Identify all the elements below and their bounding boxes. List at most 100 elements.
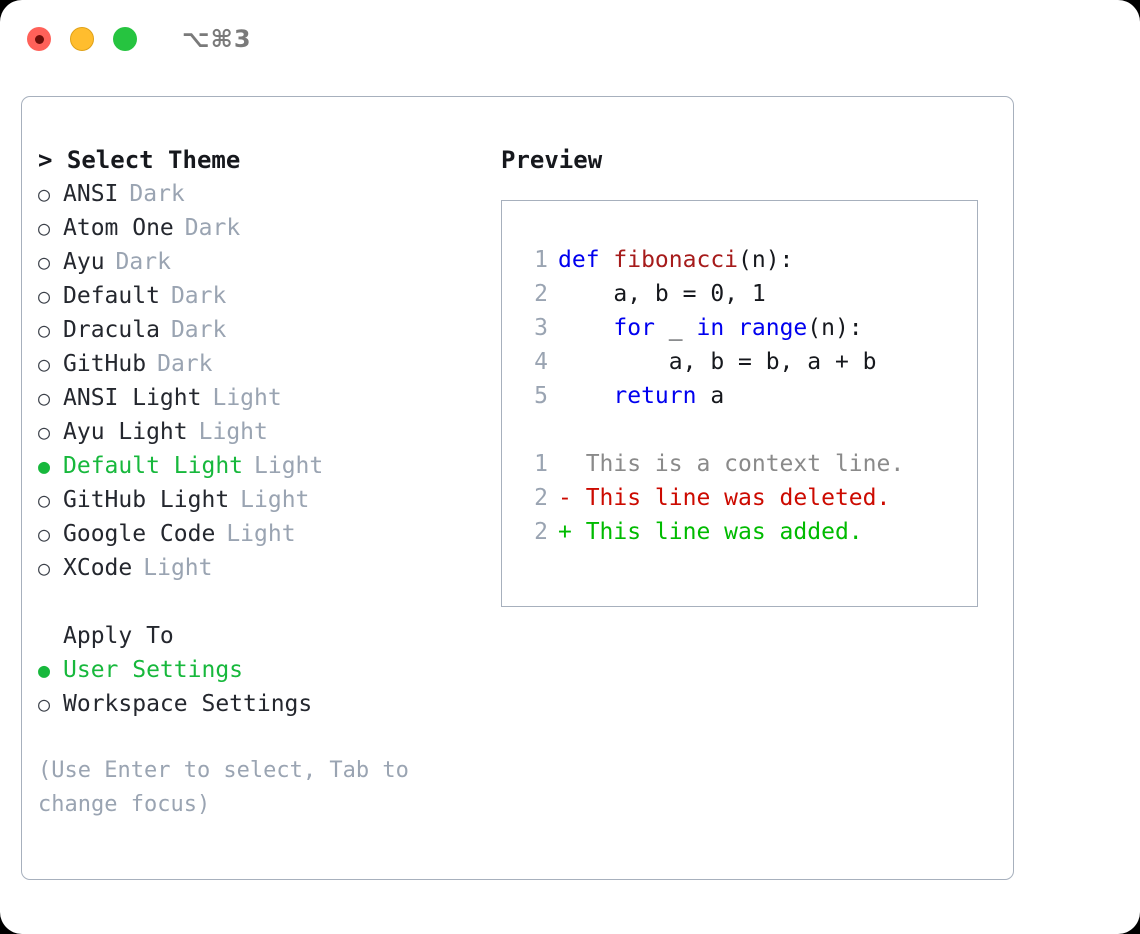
code-token: a, b = 0, 1 bbox=[558, 281, 766, 307]
line-number: 2 bbox=[534, 485, 548, 511]
theme-list-item-ayu-dark[interactable]: ○ Ayu Dark bbox=[38, 245, 498, 279]
radio-icon: ○ bbox=[38, 318, 51, 342]
theme-name: Google Code bbox=[63, 521, 216, 547]
code-token: (n): bbox=[738, 247, 794, 273]
code-token: for bbox=[558, 315, 669, 341]
theme-list: ○ ANSI Dark ○ Atom One Dark ○ Ayu Dark bbox=[38, 177, 498, 585]
theme-list-item-atom-one-dark[interactable]: ○ Atom One Dark bbox=[38, 211, 498, 245]
select-theme-heading: > Select Theme bbox=[38, 146, 241, 174]
radio-icon: ○ bbox=[38, 556, 51, 580]
apply-to-item-workspace-settings[interactable]: ○ Workspace Settings bbox=[38, 687, 498, 721]
diff-text: - This line was deleted. bbox=[558, 485, 891, 511]
theme-name: Default Light bbox=[63, 453, 244, 479]
theme-kind: Dark bbox=[129, 181, 185, 207]
code-token: a bbox=[710, 383, 725, 409]
code-token: return bbox=[558, 383, 711, 409]
minimize-button[interactable] bbox=[70, 27, 94, 51]
line-number: 3 bbox=[534, 315, 548, 341]
theme-kind: Light bbox=[240, 487, 310, 513]
code-line: 5 return a bbox=[522, 379, 904, 413]
theme-list-item-dracula-dark[interactable]: ○ Dracula Dark bbox=[38, 313, 498, 347]
theme-name: XCode bbox=[63, 555, 133, 581]
radio-icon: ○ bbox=[38, 522, 51, 546]
theme-name: Default bbox=[63, 283, 160, 309]
diff-line-deleted: 2 - This line was deleted. bbox=[522, 481, 904, 515]
theme-name: Atom One bbox=[63, 215, 174, 241]
theme-list-item-github-dark[interactable]: ○ GitHub Dark bbox=[38, 347, 498, 381]
theme-list-item-ayu-light[interactable]: ○ Ayu Light Light bbox=[38, 415, 498, 449]
code-sample: 1 def fibonacci(n): 2 a, b = 0, 1 3 for … bbox=[522, 243, 904, 549]
radio-icon: ○ bbox=[38, 692, 51, 716]
line-number: 4 bbox=[534, 349, 548, 375]
theme-kind: Light bbox=[226, 521, 296, 547]
diff-text: This is a context line. bbox=[558, 451, 905, 477]
code-line: 3 for _ in range(n): bbox=[522, 311, 904, 345]
line-number: 1 bbox=[534, 451, 548, 477]
code-line: 2 a, b = 0, 1 bbox=[522, 277, 904, 311]
code-token: def bbox=[558, 247, 614, 273]
title-bar: ⌥⌘3 bbox=[0, 0, 1140, 78]
radio-icon: ○ bbox=[38, 250, 51, 274]
keyboard-hint-text: (Use Enter to select, Tab to change focu… bbox=[38, 758, 423, 817]
close-button[interactable] bbox=[27, 27, 51, 51]
theme-list-item-ansi-light[interactable]: ○ ANSI Light Light bbox=[38, 381, 498, 415]
radio-icon-selected: ● bbox=[38, 454, 51, 478]
theme-name: Dracula bbox=[63, 317, 160, 343]
theme-list-item-github-light[interactable]: ○ GitHub Light Light bbox=[38, 483, 498, 517]
radio-icon: ○ bbox=[38, 386, 51, 410]
apply-to-name: Workspace Settings bbox=[63, 691, 313, 717]
theme-selector-column: > Select Theme ○ ANSI Dark ○ Atom One Da… bbox=[38, 143, 498, 822]
spacer bbox=[38, 585, 498, 619]
theme-kind: Dark bbox=[157, 351, 213, 377]
theme-kind: Dark bbox=[170, 283, 227, 309]
preview-column: Preview 1 def fibonacci(n): 2 a, b = 0, … bbox=[501, 143, 1001, 607]
apply-to-name: User Settings bbox=[63, 657, 244, 683]
code-token: fibonacci bbox=[613, 247, 739, 273]
theme-list-item-ansi-dark[interactable]: ○ ANSI Dark bbox=[38, 177, 498, 211]
theme-name: GitHub Light bbox=[63, 487, 230, 513]
code-blank-line bbox=[522, 413, 904, 447]
radio-icon: ○ bbox=[38, 182, 51, 206]
radio-icon: ○ bbox=[38, 488, 51, 512]
diff-line-context: 1 This is a context line. bbox=[522, 447, 904, 481]
theme-name: Ayu Light bbox=[63, 419, 188, 445]
preview-box: 1 def fibonacci(n): 2 a, b = 0, 1 3 for … bbox=[501, 200, 978, 607]
theme-list-item-default-light[interactable]: ● Default Light Light bbox=[38, 449, 498, 483]
radio-icon: ○ bbox=[38, 216, 51, 240]
line-number: 1 bbox=[534, 247, 548, 273]
radio-icon: ○ bbox=[38, 420, 51, 444]
main-panel: > Select Theme ○ ANSI Dark ○ Atom One Da… bbox=[21, 96, 1014, 880]
code-token: a, b = b, a + b bbox=[558, 349, 877, 375]
theme-kind: Dark bbox=[115, 249, 171, 275]
theme-list-item-default-dark[interactable]: ○ Default Dark bbox=[38, 279, 498, 313]
code-token: (n): bbox=[807, 315, 863, 341]
diff-text: + This line was added. bbox=[558, 519, 863, 545]
code-token: in range bbox=[696, 315, 808, 341]
preview-heading: Preview bbox=[501, 146, 603, 174]
radio-icon-selected: ● bbox=[38, 658, 51, 682]
theme-list-item-xcode[interactable]: ○ XCode Light bbox=[38, 551, 498, 585]
theme-name: ANSI bbox=[63, 181, 119, 207]
code-token: _ bbox=[668, 315, 697, 341]
diff-line-added: 2 + This line was added. bbox=[522, 515, 904, 549]
line-number: 2 bbox=[534, 281, 548, 307]
code-line: 1 def fibonacci(n): bbox=[522, 243, 904, 277]
maximize-button[interactable] bbox=[113, 27, 137, 51]
apply-to-list: ● User Settings ○ Workspace Settings bbox=[38, 653, 498, 721]
theme-kind: Light bbox=[198, 419, 268, 445]
theme-name: GitHub bbox=[63, 351, 147, 377]
theme-kind: Light bbox=[143, 555, 213, 581]
apply-to-item-user-settings[interactable]: ● User Settings bbox=[38, 653, 498, 687]
line-number: 5 bbox=[534, 383, 548, 409]
theme-kind: Light bbox=[212, 385, 282, 411]
line-number: 2 bbox=[534, 519, 548, 545]
theme-kind: Dark bbox=[184, 215, 241, 241]
radio-icon: ○ bbox=[38, 352, 51, 376]
radio-icon: ○ bbox=[38, 284, 51, 308]
theme-list-item-google-code[interactable]: ○ Google Code Light bbox=[38, 517, 498, 551]
theme-kind: Light bbox=[254, 453, 324, 479]
apply-to-heading: Apply To bbox=[63, 623, 174, 649]
code-line: 4 a, b = b, a + b bbox=[522, 345, 904, 379]
theme-name: ANSI Light bbox=[63, 385, 202, 411]
